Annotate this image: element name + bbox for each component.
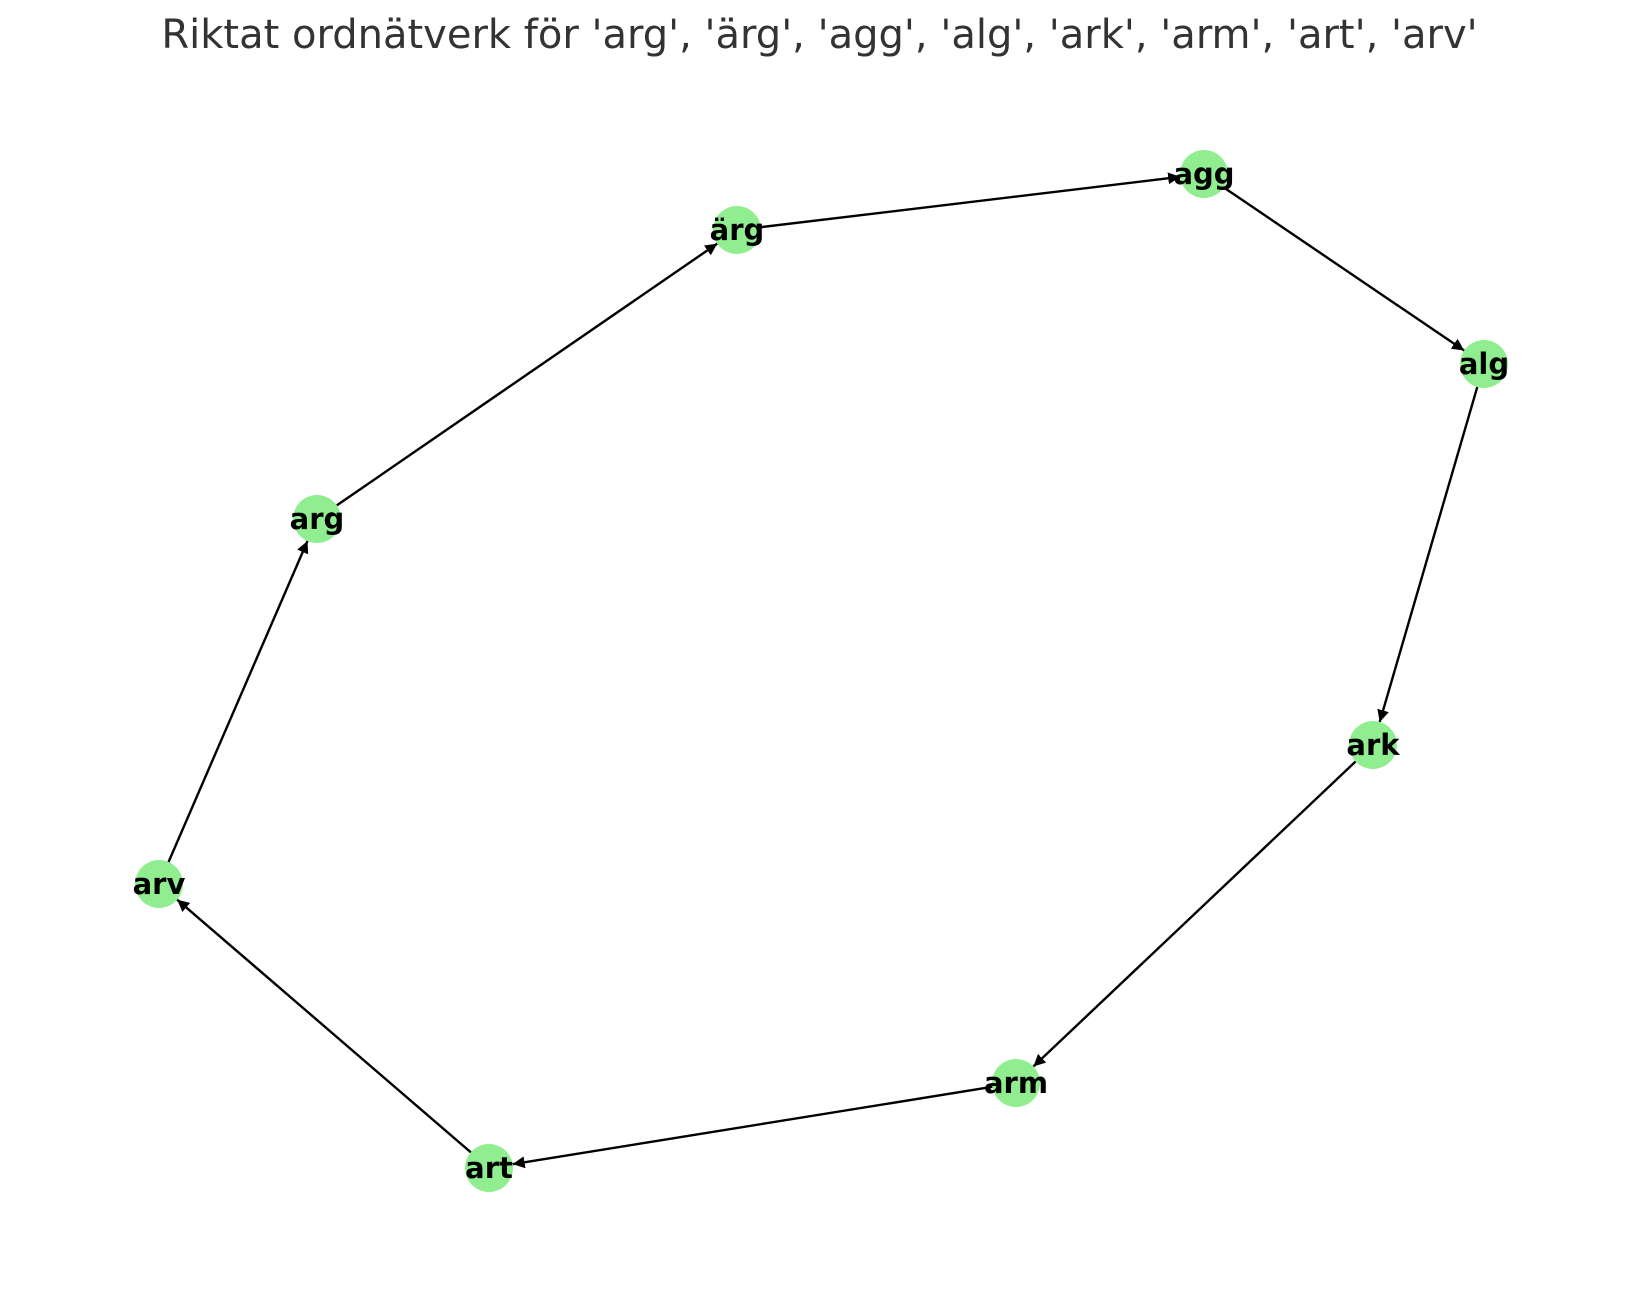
node-label: arv bbox=[133, 867, 186, 901]
node-circle bbox=[465, 1144, 513, 1192]
diagram-title: Riktat ordnätverk för 'arg', 'ärg', 'agg… bbox=[161, 12, 1478, 58]
node-circle bbox=[1349, 721, 1397, 769]
node-label: arg bbox=[290, 502, 345, 536]
node-label: agg bbox=[1173, 157, 1234, 191]
edge-arv-to-arg bbox=[167, 540, 309, 863]
edge-alg-to-ark bbox=[1377, 386, 1479, 723]
node-circle bbox=[1460, 340, 1508, 388]
edge-agg-to-alg bbox=[1223, 186, 1465, 352]
node-circle bbox=[135, 860, 183, 908]
node-label: arm bbox=[984, 1066, 1048, 1100]
node-agg: agg bbox=[1173, 150, 1235, 198]
edge-arg-to-ärg bbox=[336, 242, 718, 507]
node-arg: arg bbox=[290, 495, 345, 543]
node-arv: arv bbox=[133, 860, 186, 908]
node-art: art bbox=[465, 1144, 513, 1192]
edge-arm-to-art bbox=[512, 1085, 993, 1169]
node-circle bbox=[992, 1059, 1040, 1107]
node-label: ark bbox=[1346, 728, 1400, 762]
node-circle bbox=[713, 206, 761, 254]
node-alg: alg bbox=[1459, 340, 1509, 388]
node-label: alg bbox=[1459, 347, 1509, 381]
nodes-layer: arg ärg agg alg ark arm art arv bbox=[133, 150, 1509, 1192]
node-arm: arm bbox=[984, 1059, 1048, 1107]
node-circle bbox=[293, 495, 341, 543]
edge-art-to-arv bbox=[176, 898, 472, 1154]
node-ärg: ärg bbox=[710, 206, 765, 254]
node-ark: ark bbox=[1346, 721, 1400, 769]
edge-ark-to-arm bbox=[1032, 760, 1357, 1068]
node-circle bbox=[1180, 150, 1228, 198]
edge-ärg-to-agg bbox=[760, 172, 1181, 229]
node-label: art bbox=[465, 1151, 513, 1185]
node-label: ärg bbox=[710, 213, 765, 247]
edges-layer bbox=[167, 172, 1479, 1169]
